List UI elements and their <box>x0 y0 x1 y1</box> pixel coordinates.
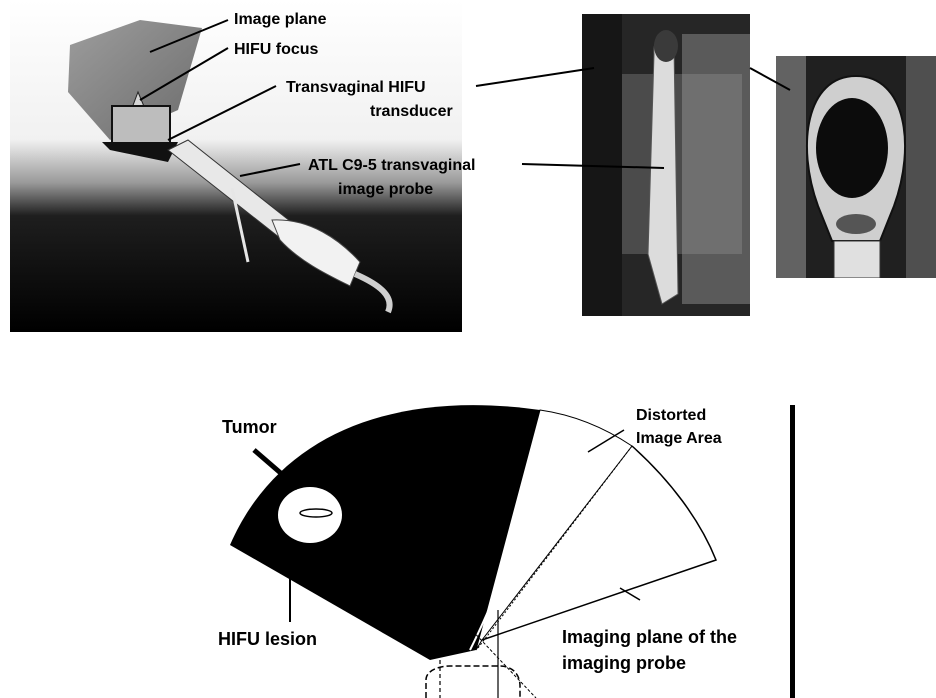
leader-transducer-far <box>750 68 790 90</box>
leader-transducer <box>168 86 276 140</box>
leader-atl-right <box>522 164 664 168</box>
leader-atl-left <box>240 164 300 176</box>
label-tumor: Tumor <box>222 416 277 438</box>
label-hifu-focus: HIFU focus <box>234 40 318 59</box>
label-distorted-line1: Distorted <box>636 406 706 425</box>
leader-distorted <box>588 430 624 452</box>
label-image-plane: Image plane <box>234 10 326 29</box>
label-distorted-line2: Image Area <box>636 429 722 448</box>
label-transducer-line1: Transvaginal HIFU <box>286 78 426 97</box>
label-atl-line2: image probe <box>338 180 433 199</box>
leader-image-plane <box>150 20 228 52</box>
label-atl-line1: ATL C9-5 transvaginal <box>308 156 475 175</box>
leader-tumor <box>254 450 298 488</box>
label-hifu-lesion: HIFU lesion <box>218 628 317 650</box>
leader-hifu-focus <box>140 48 228 100</box>
leader-imaging-plane <box>620 588 640 600</box>
label-transducer-line2: transducer <box>370 102 453 121</box>
leader-transducer-right <box>476 68 594 86</box>
label-imaging-plane-line2: imaging probe <box>562 652 686 674</box>
label-imaging-plane-line1: Imaging plane of the <box>562 626 737 648</box>
